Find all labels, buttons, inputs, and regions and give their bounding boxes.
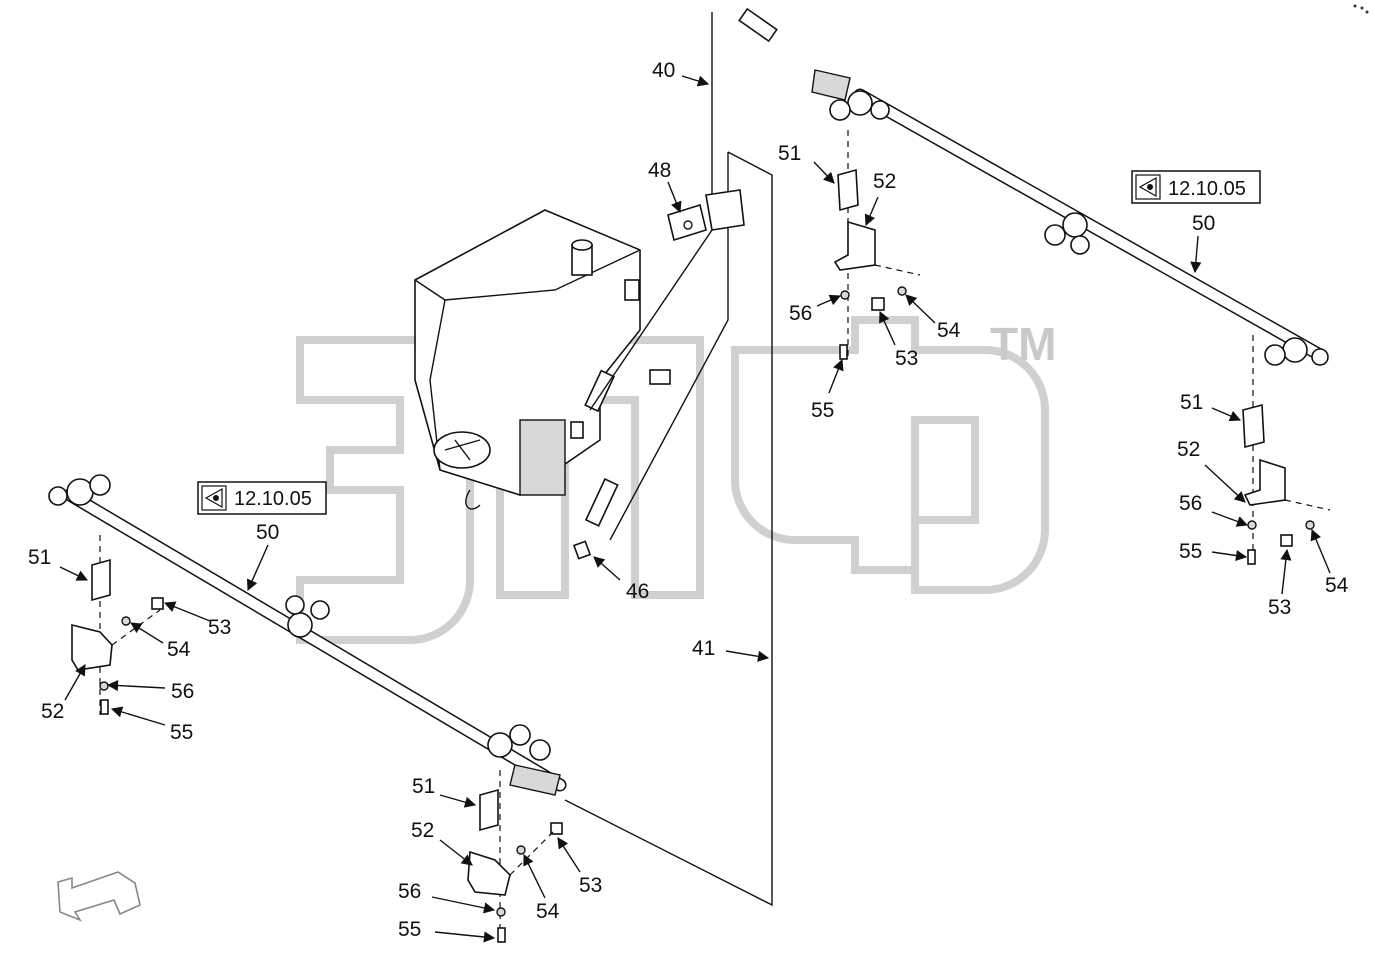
- reference-box-left[interactable]: 12.10.05: [197, 481, 327, 515]
- label-53: 53: [1268, 596, 1291, 619]
- label-55: 55: [170, 721, 193, 744]
- label-53: 53: [208, 616, 231, 639]
- label-55: 55: [811, 399, 834, 422]
- label-56: 56: [398, 880, 421, 903]
- clamp-48: [667, 189, 745, 242]
- label-52: 52: [41, 700, 64, 723]
- label-54: 54: [937, 319, 961, 342]
- label-56: 56: [789, 302, 812, 325]
- bracket-group-left: [71, 535, 164, 715]
- label-53: 53: [579, 874, 602, 897]
- eye-icon: [1138, 176, 1157, 198]
- label-48: 48: [648, 159, 671, 182]
- hose-parts: [564, 7, 778, 907]
- label-54: 54: [536, 900, 560, 923]
- label-51: 51: [28, 546, 51, 569]
- label-55: 55: [398, 918, 421, 941]
- label-52: 52: [411, 819, 434, 842]
- part-labels: 40 41 46 48 50 50 51 51 51 51 52 52 52 5…: [28, 59, 1349, 941]
- label-53: 53: [895, 347, 918, 370]
- label-55: 55: [1179, 540, 1202, 563]
- direction-arrow-icon: [57, 871, 141, 922]
- bracket-group-bottom: [467, 770, 563, 943]
- eye-icon: [204, 487, 223, 509]
- label-41: 41: [692, 637, 715, 660]
- label-46: 46: [626, 580, 649, 603]
- label-51: 51: [1180, 391, 1203, 414]
- bracket-group-right: [1242, 335, 1331, 565]
- label-56: 56: [171, 680, 194, 703]
- label-50: 50: [1192, 212, 1215, 235]
- bracket-group-top: [833, 130, 921, 360]
- watermark-trademark: TM: [990, 318, 1056, 370]
- watermark-logo: TM: [296, 316, 1056, 644]
- label-54: 54: [167, 638, 191, 661]
- label-52: 52: [1177, 438, 1200, 461]
- label-51: 51: [412, 775, 435, 798]
- leader-lines: [59, 75, 1331, 943]
- label-54: 54: [1325, 574, 1349, 597]
- label-40: 40: [652, 59, 675, 82]
- reference-box-top-right[interactable]: 12.10.05: [1131, 170, 1261, 204]
- corner-marks: [1353, 4, 1369, 14]
- spray-boom-top-right: [811, 69, 1329, 366]
- label-56: 56: [1179, 492, 1202, 515]
- tank-assembly: [414, 209, 671, 510]
- reference-number: 12.10.05: [234, 488, 312, 510]
- reference-number: 12.10.05: [1168, 178, 1246, 200]
- label-52: 52: [873, 170, 896, 193]
- label-51: 51: [778, 142, 801, 165]
- label-50: 50: [256, 521, 279, 544]
- spray-boom-left: [48, 474, 567, 796]
